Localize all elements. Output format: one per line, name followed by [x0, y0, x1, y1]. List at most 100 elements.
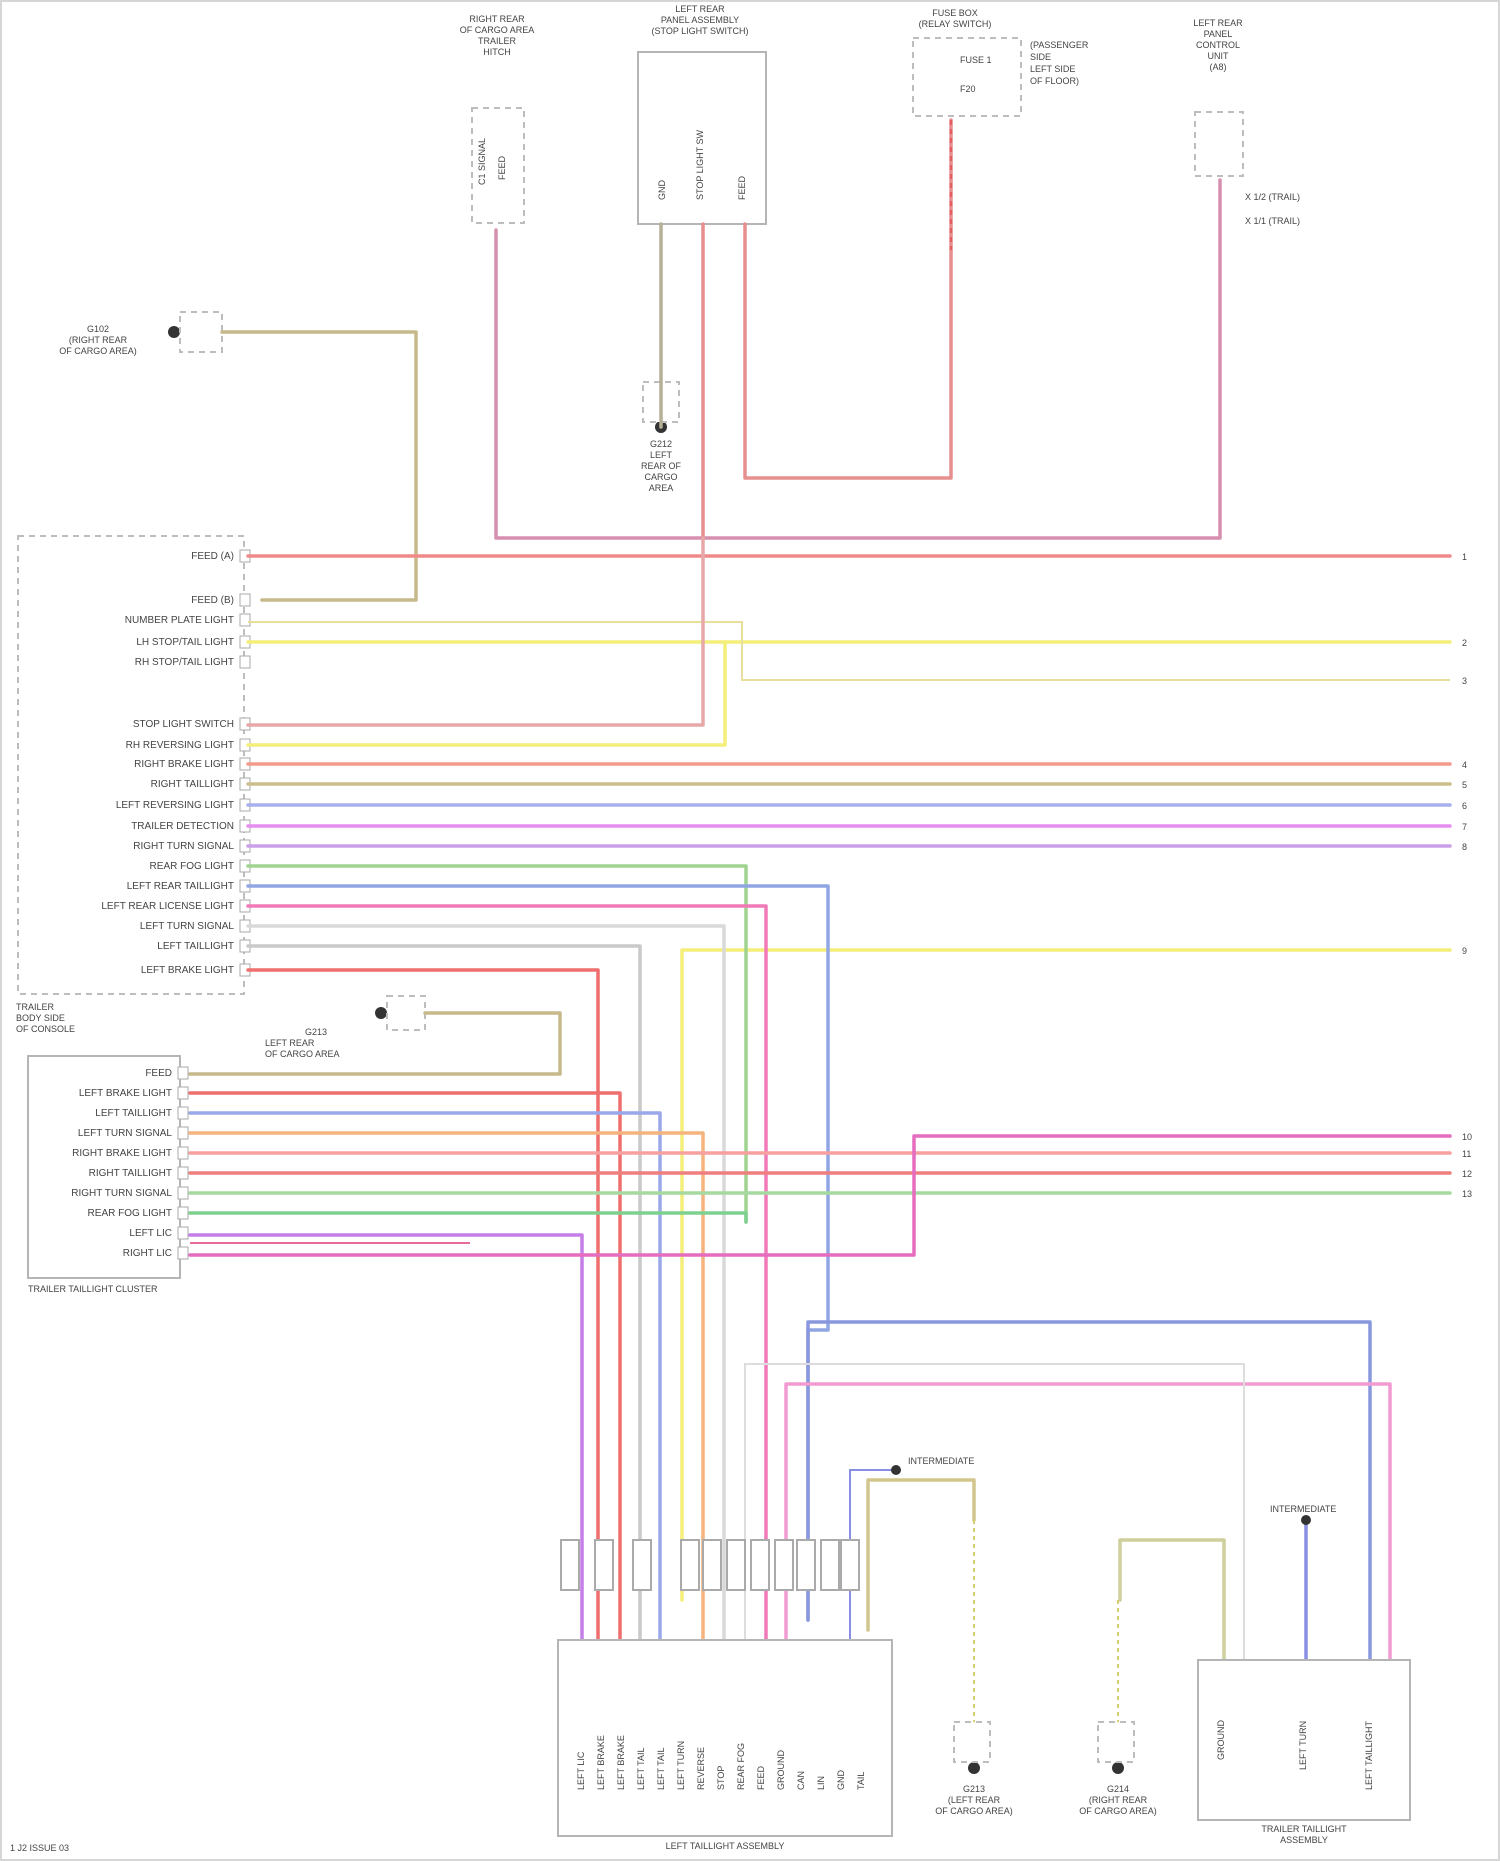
- svg-text:SIDE: SIDE: [1030, 52, 1051, 62]
- svg-text:INTERMEDIATE: INTERMEDIATE: [908, 1456, 974, 1466]
- svg-text:LEFT SIDE: LEFT SIDE: [1030, 64, 1075, 74]
- svg-text:FUSE BOX(RELAY SWITCH): FUSE BOX(RELAY SWITCH): [919, 8, 992, 29]
- lower-pin-terminal: [178, 1207, 188, 1219]
- right-wire-number: 8: [1462, 842, 1467, 852]
- top-module-hitch: RIGHT REAROF CARGO AREATRAILERHITCH C1 S…: [460, 14, 535, 223]
- left-pin-label: LEFT BRAKE LIGHT: [141, 965, 234, 976]
- left-pin-label: LEFT REAR LICENSE LIGHT: [101, 901, 234, 912]
- left-pin-label: RH STOP/TAIL LIGHT: [135, 657, 234, 668]
- svg-text:X 1/1 (TRAIL): X 1/1 (TRAIL): [1245, 216, 1300, 226]
- left-pin-label: FEED (B): [191, 595, 234, 606]
- assembly-pin-label: LEFT TURN: [676, 1741, 686, 1790]
- right-wire-number: 2: [1462, 638, 1467, 648]
- svg-text:LEFT TAILLIGHT ASSEMBLY: LEFT TAILLIGHT ASSEMBLY: [666, 1841, 785, 1851]
- connector-stub: [633, 1540, 651, 1590]
- svg-text:G213(LEFT REAROF CARGO AREA): G213(LEFT REAROF CARGO AREA): [935, 1784, 1013, 1816]
- left-pin-label: LEFT TURN SIGNAL: [140, 921, 235, 932]
- assembly-pin-label: LEFT TAIL: [636, 1747, 646, 1790]
- bottom-connector-stubs: [561, 1540, 859, 1590]
- left-module-label: TRAILERBODY SIDEOF CONSOLE: [16, 1002, 75, 1034]
- right-wire-number: 1: [1462, 552, 1467, 562]
- connector-stub: [841, 1540, 859, 1590]
- left-pin-terminal: [240, 614, 250, 626]
- lower-connector: TRAILER TAILLIGHT CLUSTER FEEDLEFT BRAKE…: [28, 1056, 188, 1294]
- lower-pin-label: LEFT TAILLIGHT: [95, 1108, 172, 1119]
- ground-g102: G102(RIGHT REAROF CARGO AREA): [59, 312, 222, 356]
- right-wire-number: 6: [1462, 801, 1467, 811]
- connector-stub: [703, 1540, 721, 1590]
- connector-stub: [751, 1540, 769, 1590]
- lower-pin-terminal: [178, 1107, 188, 1119]
- left-pin-label: RIGHT TAILLIGHT: [151, 779, 234, 790]
- connector-stub: [681, 1540, 699, 1590]
- assembly-pin-label: GROUND: [776, 1750, 786, 1790]
- svg-text:OF FLOOR): OF FLOOR): [1030, 76, 1079, 86]
- left-pin-label: RIGHT BRAKE LIGHT: [134, 759, 234, 770]
- svg-text:STOP LIGHT SW: STOP LIGHT SW: [695, 129, 705, 200]
- assembly-pin-label: LEFT BRAKE: [616, 1735, 626, 1790]
- footer-code: 1 J2 ISSUE 03: [10, 1843, 69, 1853]
- connector-stub: [595, 1540, 613, 1590]
- right-wire-number: 5: [1462, 780, 1467, 790]
- svg-text:FEED: FEED: [737, 175, 747, 200]
- lower-pin-label: RIGHT TAILLIGHT: [89, 1168, 172, 1179]
- lower-pin-label: RIGHT TURN SIGNAL: [71, 1188, 172, 1199]
- lower-pin-label: RIGHT BRAKE LIGHT: [72, 1148, 172, 1159]
- lower-pin-terminal: [178, 1247, 188, 1259]
- left-pin-label: TRAILER DETECTION: [131, 821, 234, 832]
- hitch-pin-label: C1 SIGNAL: [477, 138, 487, 185]
- connector-stub: [775, 1540, 793, 1590]
- assembly-pin-label: REAR FOG: [736, 1743, 746, 1790]
- right-wire-number: 12: [1462, 1169, 1472, 1179]
- lower-pin-terminal: [178, 1147, 188, 1159]
- svg-text:GROUND: GROUND: [1216, 1720, 1226, 1760]
- assembly-pin-label: GND: [836, 1770, 846, 1791]
- right-wire-number: 4: [1462, 760, 1467, 770]
- assembly-pin-label: REVERSE: [696, 1747, 706, 1790]
- assembly-pin-label: LEFT LIC: [576, 1751, 586, 1790]
- left-pin-label: RIGHT TURN SIGNAL: [133, 841, 234, 852]
- connector-stub: [561, 1540, 579, 1590]
- right-wire-number: 7: [1462, 822, 1467, 832]
- svg-text:INTERMEDIATE: INTERMEDIATE: [1270, 1504, 1336, 1514]
- lower-pin-terminal: [178, 1167, 188, 1179]
- right-wire-number: 9: [1462, 946, 1467, 956]
- lower-pin-label: LEFT BRAKE LIGHT: [79, 1088, 172, 1099]
- left-pin-label: NUMBER PLATE LIGHT: [125, 615, 234, 626]
- left-pin-terminal: [240, 656, 250, 668]
- lower-pin-label: RIGHT LIC: [123, 1248, 172, 1259]
- assembly-pin-label: FEED: [756, 1765, 766, 1790]
- left-pin-label: RH REVERSING LIGHT: [126, 740, 234, 751]
- assembly-pin-label: LEFT TAIL: [656, 1747, 666, 1790]
- lower-pin-label: REAR FOG LIGHT: [88, 1208, 172, 1219]
- lower-pin-terminal: [178, 1067, 188, 1079]
- connector-stub: [821, 1540, 839, 1590]
- left-pin-label: REAR FOG LIGHT: [150, 861, 234, 872]
- left-pin-label: LH STOP/TAIL LIGHT: [136, 637, 234, 648]
- top-module-fuse-box: FUSE BOX(RELAY SWITCH) FUSE 1 F20 (PASSE…: [913, 8, 1089, 116]
- svg-text:LEFT TAILLIGHT: LEFT TAILLIGHT: [1364, 1720, 1374, 1790]
- connector-stub: [727, 1540, 745, 1590]
- svg-text:LEFT TURN: LEFT TURN: [1298, 1721, 1308, 1770]
- svg-text:GND: GND: [657, 180, 667, 201]
- svg-text:X 1/2 (TRAIL): X 1/2 (TRAIL): [1245, 192, 1300, 202]
- svg-text:F20: F20: [960, 84, 976, 94]
- lower-pin-terminal: [178, 1187, 188, 1199]
- svg-text:(PASSENGER: (PASSENGER: [1030, 40, 1089, 50]
- assembly-pin-label: LIN: [816, 1776, 826, 1790]
- lower-module-label: TRAILER TAILLIGHT CLUSTER: [28, 1284, 158, 1294]
- left-pin-label: LEFT TAILLIGHT: [157, 941, 234, 952]
